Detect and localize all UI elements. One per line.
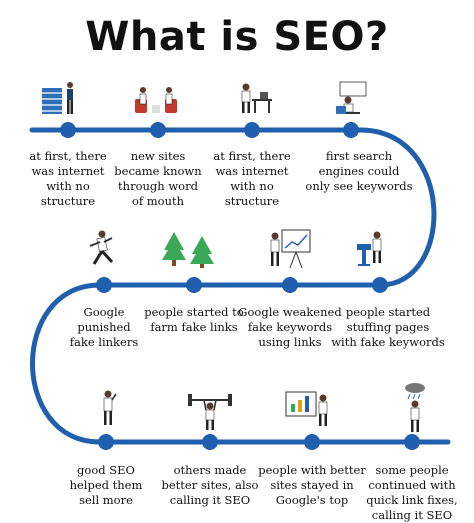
timeline-dot <box>186 277 202 293</box>
weightlifter-icon <box>188 394 232 430</box>
person-reading-icon <box>336 81 367 114</box>
speaker-at-podium-icon <box>357 231 382 266</box>
page-title: What is SEO? <box>85 14 389 60</box>
timeline-dot <box>98 434 114 450</box>
timeline-dot <box>282 277 298 293</box>
step-label: others made better sites, also calling i… <box>161 463 259 507</box>
timeline-dot <box>202 434 218 450</box>
timeline-path <box>29 127 451 445</box>
timeline-dot <box>404 434 420 450</box>
step-label: new sites became known through word of m… <box>114 149 202 208</box>
timeline-dot <box>150 122 166 138</box>
person-at-desk-icon <box>241 83 272 113</box>
timeline-dot <box>372 277 388 293</box>
books-icon <box>42 82 73 114</box>
step-label: first search engines could only see keyw… <box>305 149 413 193</box>
rain-cloud-person-icon <box>405 383 425 432</box>
chart-board-icon <box>285 391 328 426</box>
step-label: at first, there was internet with no str… <box>29 149 107 208</box>
step-label: people started stuffing pages with fake … <box>331 305 445 349</box>
trees-icon <box>162 232 214 268</box>
timeline-dot <box>343 122 359 138</box>
step-label: good SEO helped them sell more <box>69 463 143 507</box>
timeline-dot <box>304 434 320 450</box>
step-label: people with better sites stayed in Googl… <box>258 463 366 507</box>
presentation-board-icon <box>270 229 311 269</box>
timeline-dot <box>60 122 76 138</box>
step-label: at first, there was internet with no str… <box>213 149 291 208</box>
step-label: Google punished fake linkers <box>69 305 139 349</box>
people-talking-icon <box>135 87 177 113</box>
confused-person-icon <box>103 390 117 425</box>
step-label: Google weakened fake keywords using link… <box>238 305 342 349</box>
timeline-dot <box>96 277 112 293</box>
timeline-dot <box>244 122 260 138</box>
step-label: people started to farm fake links <box>144 305 244 334</box>
step-label: some people continued with quick link fi… <box>366 463 458 522</box>
running-person-icon <box>89 230 114 265</box>
